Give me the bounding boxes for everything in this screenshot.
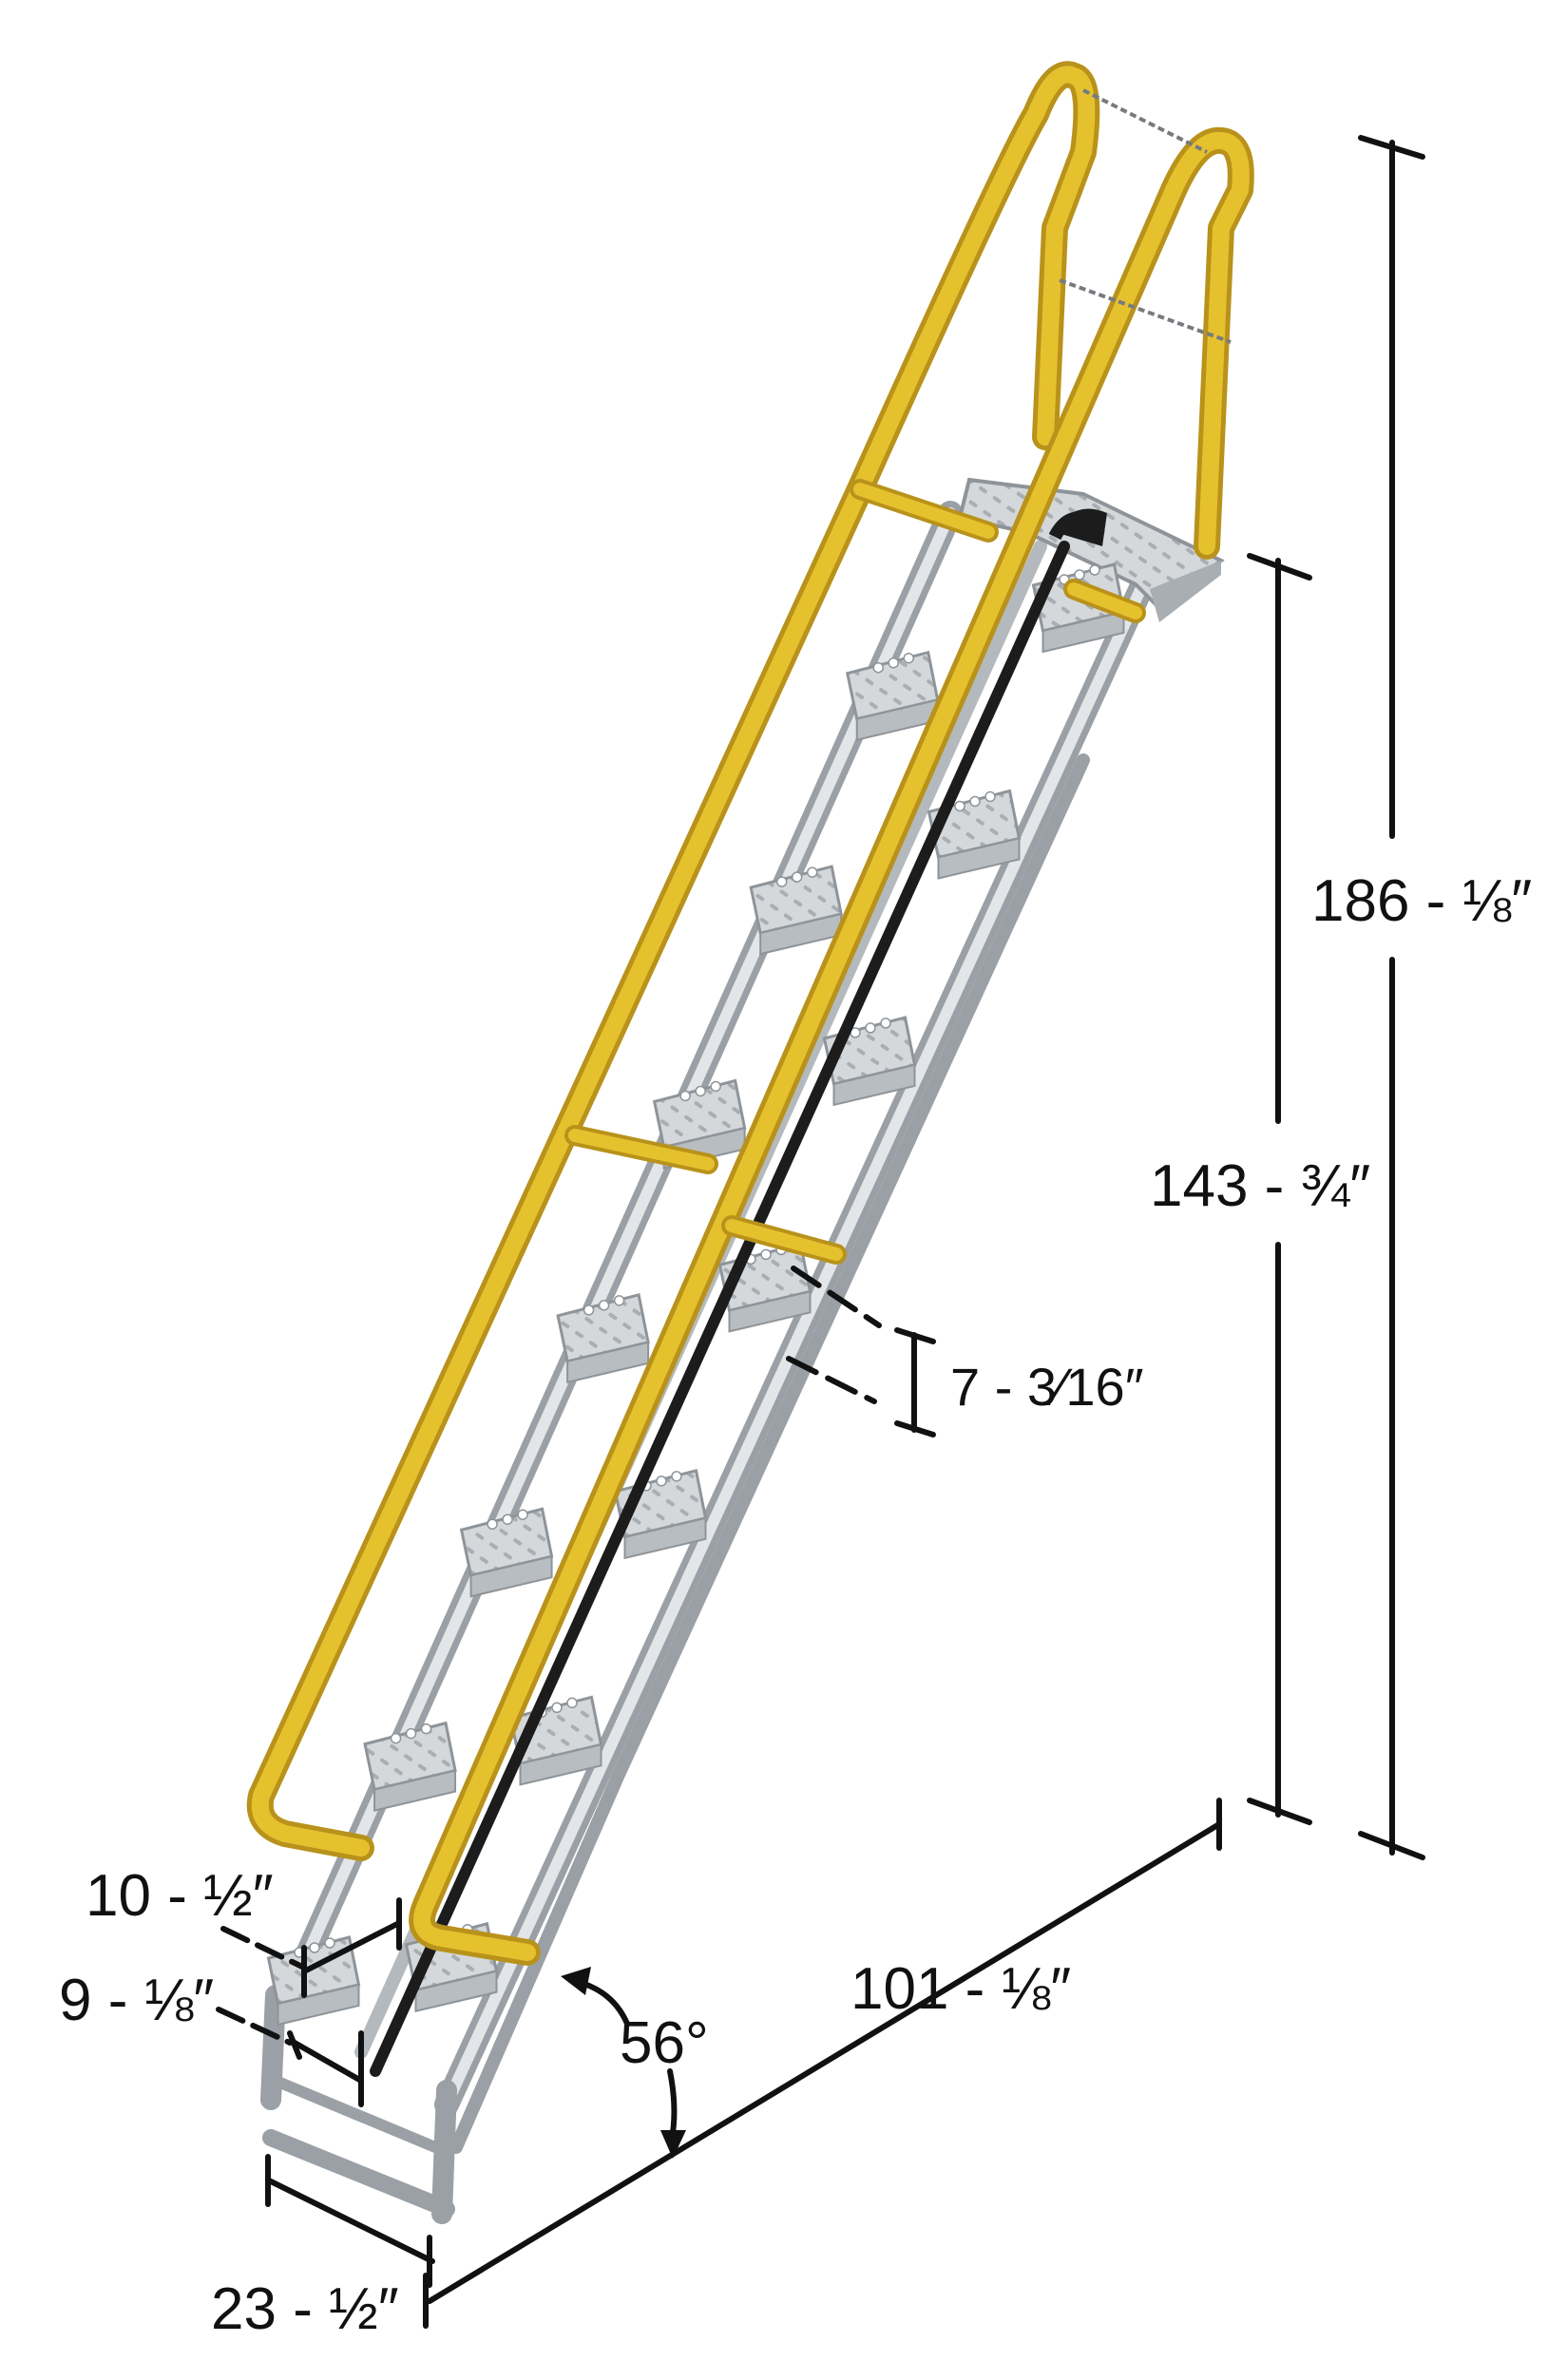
tread-hole (1089, 564, 1100, 576)
tread-nose (414, 1970, 498, 2013)
overall-height-label: 186 - ⅛″ (1311, 868, 1533, 934)
tread-hole (487, 1518, 498, 1530)
width-label: 23 - ½″ (211, 2276, 399, 2342)
tread-hole (806, 866, 818, 878)
tread-nose (937, 837, 1021, 880)
tread-hole (969, 795, 981, 808)
tread-hole (420, 1723, 432, 1735)
tread-hole (695, 1085, 706, 1097)
tread-hole (309, 1942, 320, 1953)
tread-hole (865, 1022, 876, 1034)
tread-hole (760, 1248, 772, 1261)
tread-hole (613, 1295, 625, 1306)
tread-hole (880, 1018, 891, 1029)
center-rail (370, 511, 1101, 2077)
tread-nose (623, 1516, 707, 1560)
tread-nose (519, 1743, 602, 1786)
tread-nose (277, 1983, 360, 2027)
tread-nose (1041, 610, 1125, 654)
tread-hole (390, 1732, 402, 1744)
angle-label: 56° (620, 2010, 709, 2076)
tread-hole (583, 1304, 595, 1316)
tread-hole (405, 1727, 417, 1740)
dimension-lines (216, 135, 1425, 2329)
tread-nose (832, 1063, 916, 1107)
tread-nose (728, 1290, 812, 1333)
tread-hole (791, 871, 803, 883)
tread-hole (656, 1476, 667, 1487)
tread-hole (903, 652, 914, 664)
tread-hole (710, 1080, 721, 1093)
handrails (246, 61, 1254, 1966)
tread-hole (984, 790, 996, 803)
safety-chains (1059, 88, 1232, 344)
tread-hole (872, 661, 884, 674)
tread-nose (373, 1769, 457, 1812)
landing-height-label: 143 - ¾″ (1150, 1153, 1371, 1219)
tread-hole (954, 800, 965, 812)
tread-hole (566, 1697, 578, 1709)
tread-hole (775, 876, 788, 887)
angle-arrowheads (561, 1967, 686, 2159)
tread-nose (469, 1554, 553, 1598)
tread-hole (517, 1509, 528, 1520)
tread-depth-9-label: 9 - ⅛″ (59, 1968, 215, 2033)
tread-hole (502, 1514, 513, 1525)
horizontal-run-label: 101 - ⅛″ (850, 1956, 1072, 2022)
tread-hole (598, 1300, 610, 1311)
tread-hole (551, 1702, 563, 1714)
tread-hole (1074, 569, 1085, 581)
rise-label: 7 - 3⁄16″ (950, 1357, 1144, 1417)
tread-hole (888, 657, 899, 669)
tread-hole (679, 1090, 691, 1102)
tread-hole (671, 1471, 682, 1482)
tread-depth-10-label: 10 - ½″ (86, 1863, 274, 1929)
tread-hole (324, 1937, 335, 1949)
